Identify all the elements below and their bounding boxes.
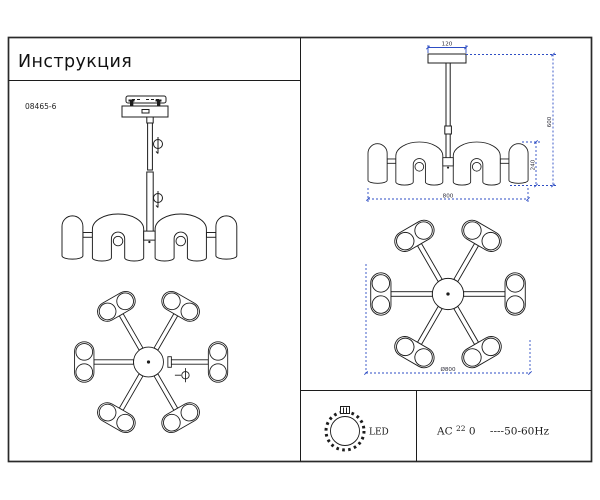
power-voltage: 0 [469, 426, 476, 438]
dimensioned-bottom-view [371, 216, 526, 371]
model-number: 08465-6 [25, 102, 57, 111]
dimension-lines-bottom [363, 264, 533, 376]
assembly-bottom-view [75, 288, 229, 436]
screw-rotation-icon [153, 136, 163, 154]
screw-rotation-icon [153, 190, 163, 208]
power-frequency: ----50-60Hz [490, 426, 550, 438]
lamp-type-label: LED [369, 428, 389, 438]
dimensioned-side-view [368, 53, 528, 185]
power-prefix: AC [436, 426, 453, 438]
dimension-shade-height: 240 [531, 159, 537, 170]
page-title: Инструкция [18, 52, 132, 72]
assembly-side-view [62, 95, 237, 261]
dimension-fixture-width: 800 [443, 194, 454, 200]
dimension-overall-height: 600 [547, 116, 553, 127]
led-ring-icon [324, 406, 366, 452]
dimension-fixture-diameter: Ø800 [440, 366, 456, 373]
power-rating-label: AC 22 0 ----50-60Hz [436, 422, 550, 438]
power-superscript: 22 [456, 424, 466, 433]
dimension-lines [365, 45, 557, 202]
dimension-canopy-width: 120 [442, 42, 453, 48]
screw-rotation-icon [174, 368, 190, 383]
